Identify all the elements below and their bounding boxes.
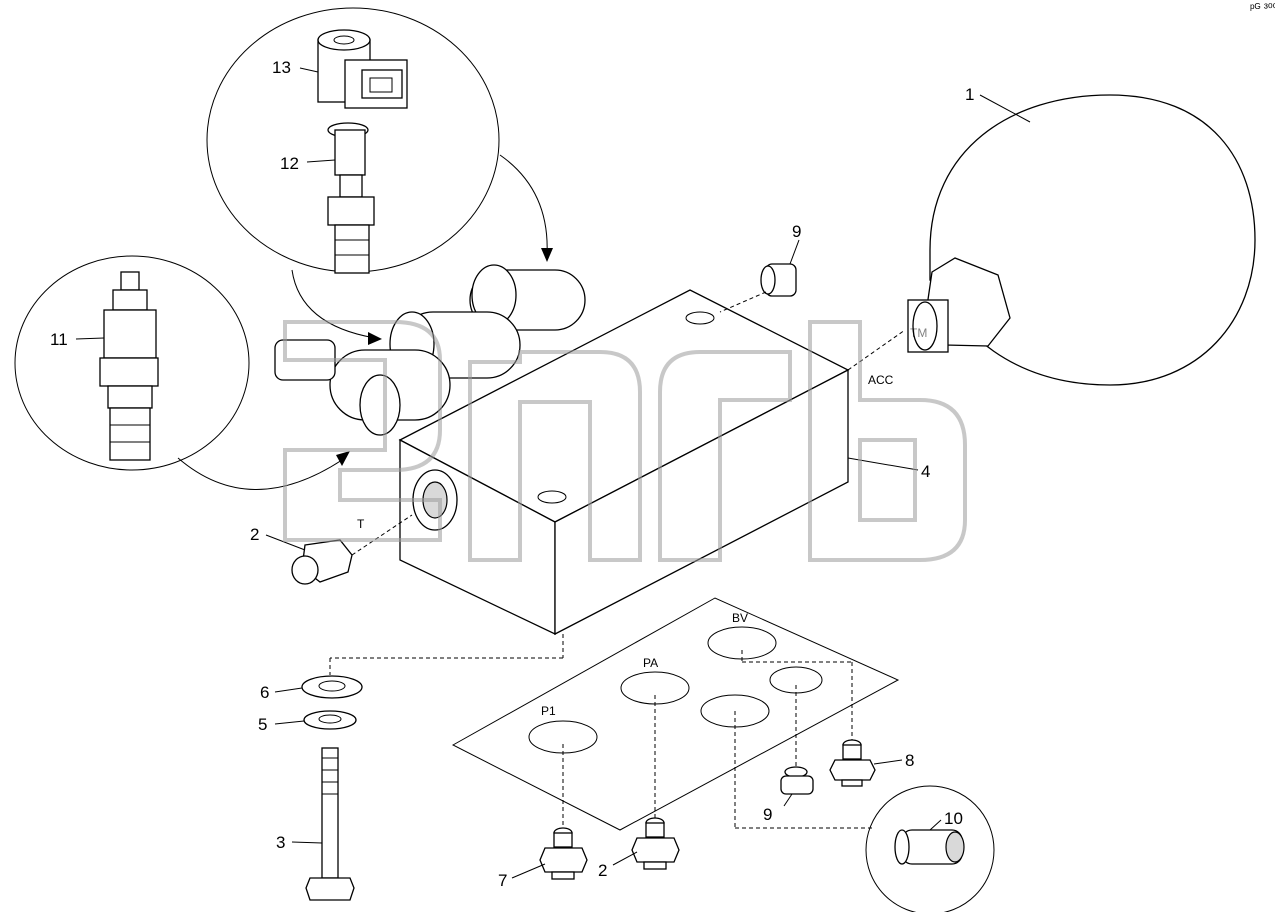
callout-9-bottom: 9 [763, 805, 772, 824]
fitting-part-2-left [291, 539, 353, 585]
callout-3: 3 [276, 833, 285, 852]
callout-1: 1 [965, 85, 974, 104]
callout-11: 11 [50, 330, 68, 349]
port-label-acc: ACC [868, 373, 894, 387]
solenoid-coil-part-13 [317, 29, 408, 109]
callout-12: 12 [280, 154, 299, 173]
detail-arrow-11 [177, 457, 343, 490]
port-plate [451, 597, 900, 831]
port-label-bv: BV [732, 611, 748, 625]
washer-part-7 [301, 675, 363, 699]
callout-4: 4 [921, 462, 930, 481]
plug-part-9-bottom [780, 766, 814, 795]
callout-10: 10 [944, 809, 963, 828]
callout-8: 8 [905, 751, 914, 770]
callout-13: 13 [272, 58, 291, 77]
callout-2-bottom: 2 [598, 861, 607, 880]
valve-block-part-4 [398, 289, 850, 636]
cartridge-valve-part-12 [327, 122, 375, 274]
fitting-part-2-bottom [631, 817, 680, 870]
mounted-solenoid-cartridges [274, 264, 586, 436]
relief-valve-part-11 [99, 271, 159, 461]
watermark-logo [283, 320, 967, 562]
callout-7: 6 [260, 683, 269, 702]
bolt-part-3 [305, 747, 355, 901]
callout-2-left: 2 [250, 525, 259, 544]
corner-code: ᵖᴳ ³⁰⁰ [1250, 1, 1275, 15]
detail-arrow-12-13 [499, 154, 548, 256]
detail-circle-relief-valve [14, 255, 250, 471]
detail-arrow-11b [291, 269, 376, 339]
fitting-part-8 [829, 739, 876, 787]
detail-circle-check-valve [865, 785, 995, 912]
accumulator-part-1 [907, 94, 1256, 386]
plug-part-9-top [760, 263, 797, 297]
check-valve-part-10 [894, 829, 965, 865]
port-label-pa: PA [643, 656, 658, 670]
detail-circle-solenoid [206, 7, 500, 274]
watermark-trademark: TM [910, 326, 927, 340]
port-label-p1: P1 [541, 704, 556, 718]
fitting-part-5 [539, 827, 588, 880]
port-label-t: T [357, 517, 365, 531]
callout-5: 7 [498, 871, 507, 890]
washer-part-6 [303, 710, 357, 730]
callout-9-top: 9 [792, 222, 801, 241]
callout-6: 5 [258, 715, 267, 734]
